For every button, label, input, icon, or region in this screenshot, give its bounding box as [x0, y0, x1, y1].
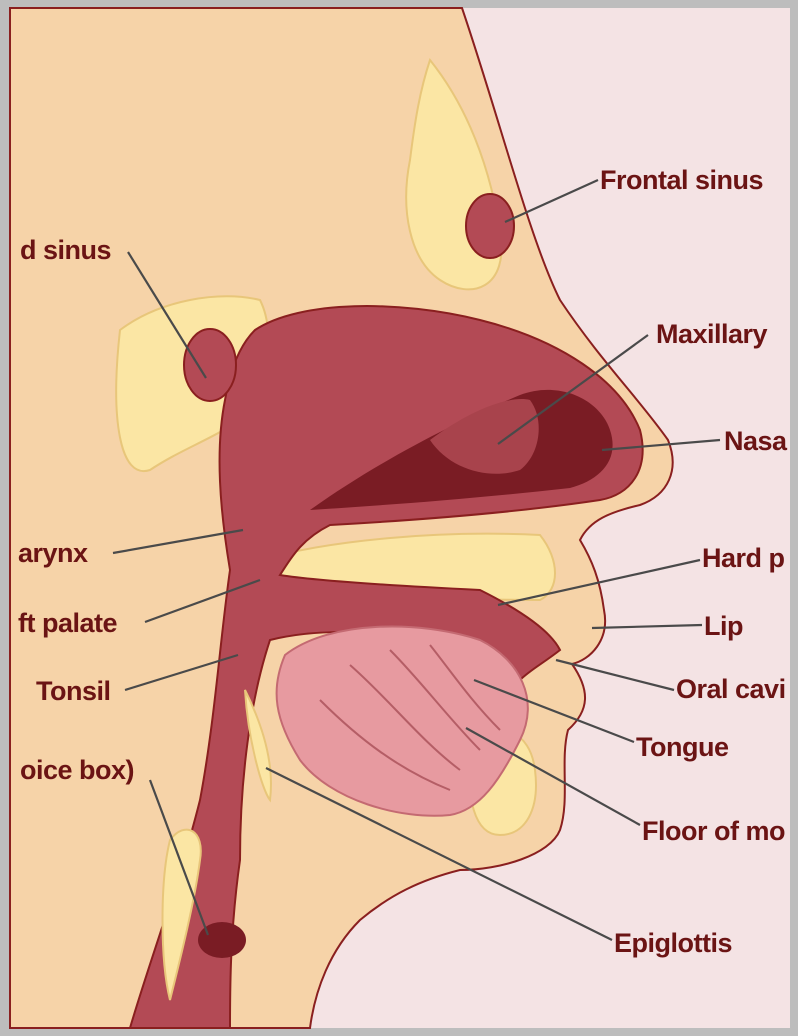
label-oral-cavity: Oral cavi [676, 674, 786, 704]
label-soft-palate: ft palate [18, 608, 118, 638]
label-nasal: Nasa [724, 426, 788, 456]
label-tonsil: Tonsil [36, 676, 111, 706]
label-tongue: Tongue [636, 732, 729, 762]
label-maxillary: Maxillary [656, 319, 768, 349]
frontal-sinus-cavity [466, 194, 514, 258]
label-lip: Lip [704, 611, 743, 641]
label-epiglottis: Epiglottis [614, 928, 732, 958]
label-frontal-sinus: Frontal sinus [600, 165, 763, 195]
label-pharynx: arynx [18, 538, 88, 568]
sphenoid-sinus-cavity [184, 329, 236, 401]
label-floor-of-mouth: Floor of mo [642, 816, 785, 846]
label-voice-box: oice box) [20, 755, 134, 785]
label-hard-palate: Hard p [702, 543, 785, 573]
label-sphenoid-sinus: d sinus [20, 235, 111, 265]
